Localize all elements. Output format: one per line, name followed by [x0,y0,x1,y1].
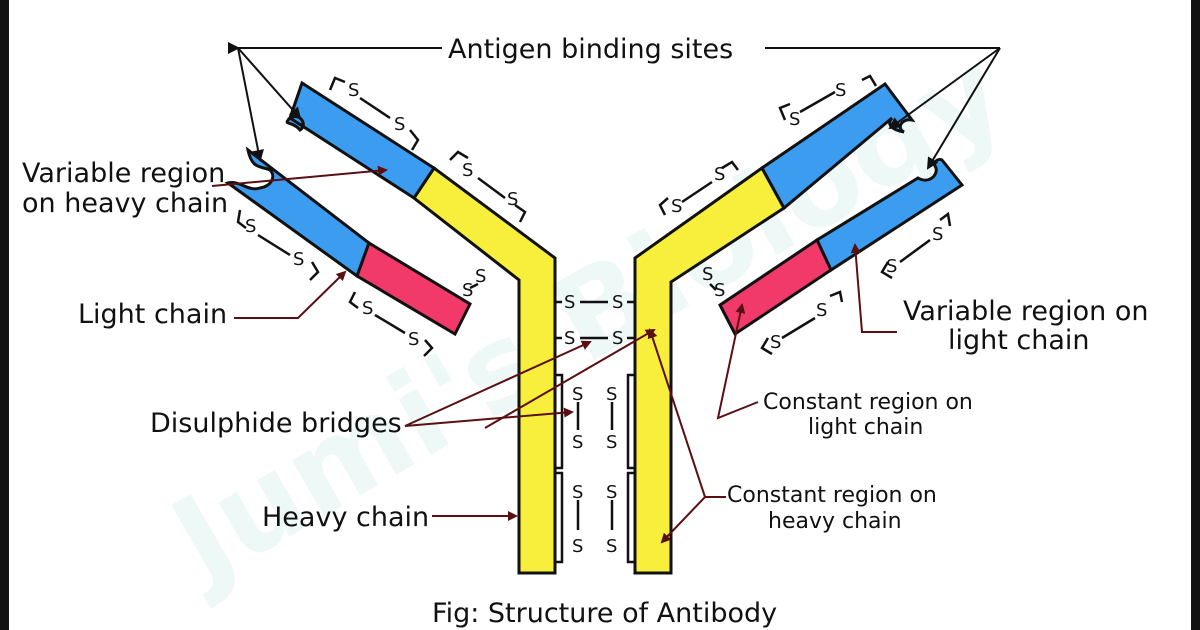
intrachain-s-labels: S S S S S S S S S S S S S S S S [245,80,943,353]
svg-text:S: S [394,114,405,135]
label-constant-light-line2: light chain [808,415,923,440]
svg-text:S: S [475,266,486,287]
light-variable-region-left [224,146,371,279]
figure-caption: Fig: Structure of Antibody [432,598,777,629]
svg-text:S: S [245,216,256,237]
label-antigen-binding-sites: Antigen binding sites [448,34,733,65]
svg-text:S: S [714,280,725,301]
svg-text:S: S [932,224,943,245]
label-heavy-chain: Heavy chain [262,502,429,533]
svg-text:S: S [572,432,583,453]
light-constant-region-left [355,240,472,337]
svg-text:S: S [612,292,623,313]
heavy-constant-s-labels: S S S S S S S S [572,384,617,557]
svg-text:S: S [293,249,304,270]
svg-text:S: S [348,80,359,101]
svg-text:S: S [714,164,725,185]
svg-text:S: S [612,328,623,349]
svg-text:S: S [462,160,473,181]
region-arrows [211,165,897,544]
svg-text:S: S [572,482,583,503]
svg-text:S: S [606,536,617,557]
label-variable-heavy-line2: on heavy chain [22,188,228,219]
svg-text:S: S [606,482,617,503]
svg-text:S: S [835,80,846,101]
svg-text:S: S [564,328,575,349]
svg-text:S: S [362,298,373,319]
svg-text:S: S [572,536,583,557]
label-variable-heavy-line1: Variable region [22,158,225,189]
svg-text:S: S [572,384,583,405]
svg-text:S: S [789,109,800,130]
leader-arrows [228,42,1001,170]
svg-text:S: S [886,256,897,277]
label-constant-light-line1: Constant region on [763,390,973,415]
svg-text:S: S [606,432,617,453]
label-variable-light-line1: Variable region on [903,296,1149,327]
label-light-chain: Light chain [78,299,227,330]
svg-text:S: S [564,292,575,313]
svg-text:S: S [702,264,713,285]
svg-text:S: S [507,189,518,210]
label-variable-light-line2: light chain [948,325,1090,356]
svg-text:S: S [671,196,682,217]
label-disulphide-bridges: Disulphide bridges [150,408,402,439]
inter-heavy-bonds: S S S S [555,292,635,349]
svg-text:S: S [462,280,473,301]
svg-text:S: S [408,329,419,350]
svg-text:S: S [816,300,827,321]
svg-text:S: S [606,384,617,405]
heavy-light-bond-left: S S [462,266,486,301]
heavy-light-bond-right: S S [702,264,725,301]
heavy-variable-region-left [285,80,437,201]
intrachain-bonds [236,74,952,357]
heavy-constant-brackets [555,373,635,564]
svg-text:S: S [770,332,781,353]
label-constant-heavy-line2: heavy chain [768,509,902,534]
label-constant-heavy-line1: Constant region on [727,483,937,508]
